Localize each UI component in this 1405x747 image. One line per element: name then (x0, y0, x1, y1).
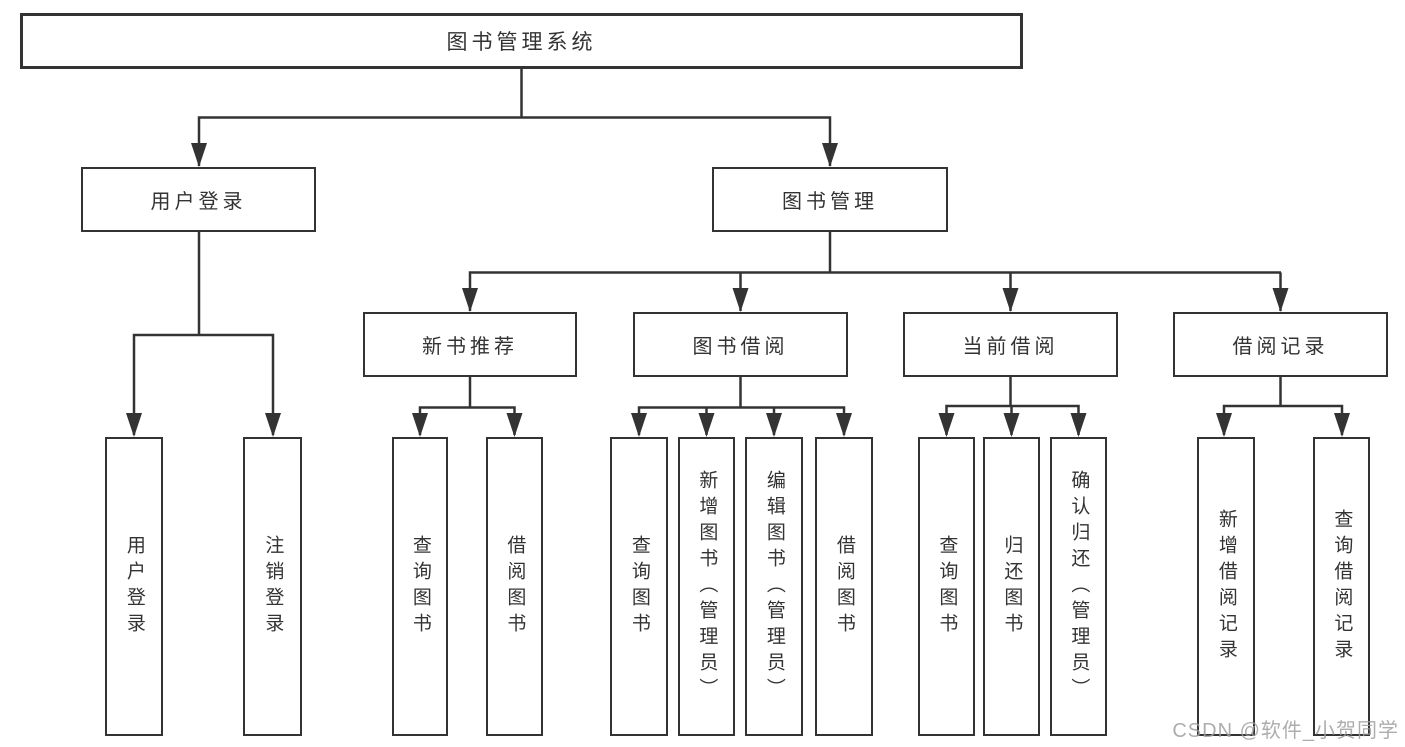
leaf-record-add-borrow-record: 新增借阅记录 (1197, 437, 1255, 736)
node-new-book-recommend: 新书推荐 (363, 312, 577, 377)
arrowheads (126, 143, 1350, 437)
node-label: 注销登录 (262, 534, 284, 639)
leaf-record-query-borrow-record: 查询借阅记录 (1313, 437, 1370, 736)
node-label: 查询图书 (409, 534, 431, 639)
node-book-borrow: 图书借阅 (633, 312, 848, 377)
leaf-borrow-edit-books-admin: 编辑图书（管理员） (745, 437, 803, 736)
leaf-current-return-books: 归还图书 (983, 437, 1040, 736)
node-label: 借阅图书 (504, 534, 526, 639)
node-label: 查询图书 (628, 534, 650, 639)
leaf-borrow-borrow-books: 借阅图书 (815, 437, 873, 736)
node-label: 编辑图书（管理员） (763, 469, 785, 704)
node-label: 归还图书 (1001, 534, 1023, 639)
node-current-borrow: 当前借阅 (903, 312, 1118, 377)
node-user-login: 用户登录 (81, 167, 316, 232)
leaf-logout: 注销登录 (243, 437, 302, 736)
leaf-newbook-borrow-books: 借阅图书 (486, 437, 543, 736)
node-label: 查询图书 (936, 534, 958, 639)
node-label: 新增图书（管理员） (696, 469, 718, 704)
node-root-system: 图书管理系统 (20, 13, 1023, 69)
node-label: 新增借阅记录 (1215, 508, 1237, 665)
node-borrow-record: 借阅记录 (1173, 312, 1388, 377)
leaf-borrow-query-books: 查询图书 (610, 437, 668, 736)
leaf-newbook-query-books: 查询图书 (392, 437, 448, 736)
leaf-current-confirm-return-admin: 确认归还（管理员） (1050, 437, 1107, 736)
node-book-management: 图书管理 (712, 167, 948, 232)
connectors (132, 69, 1344, 435)
node-label: 查询借阅记录 (1331, 508, 1353, 665)
node-label: 用户登录 (123, 534, 145, 639)
leaf-user-login: 用户登录 (105, 437, 163, 736)
node-label: 借阅图书 (833, 534, 855, 639)
leaf-borrow-add-books-admin: 新增图书（管理员） (678, 437, 735, 736)
node-label: 确认归还（管理员） (1068, 469, 1090, 704)
leaf-current-query-books: 查询图书 (918, 437, 975, 736)
